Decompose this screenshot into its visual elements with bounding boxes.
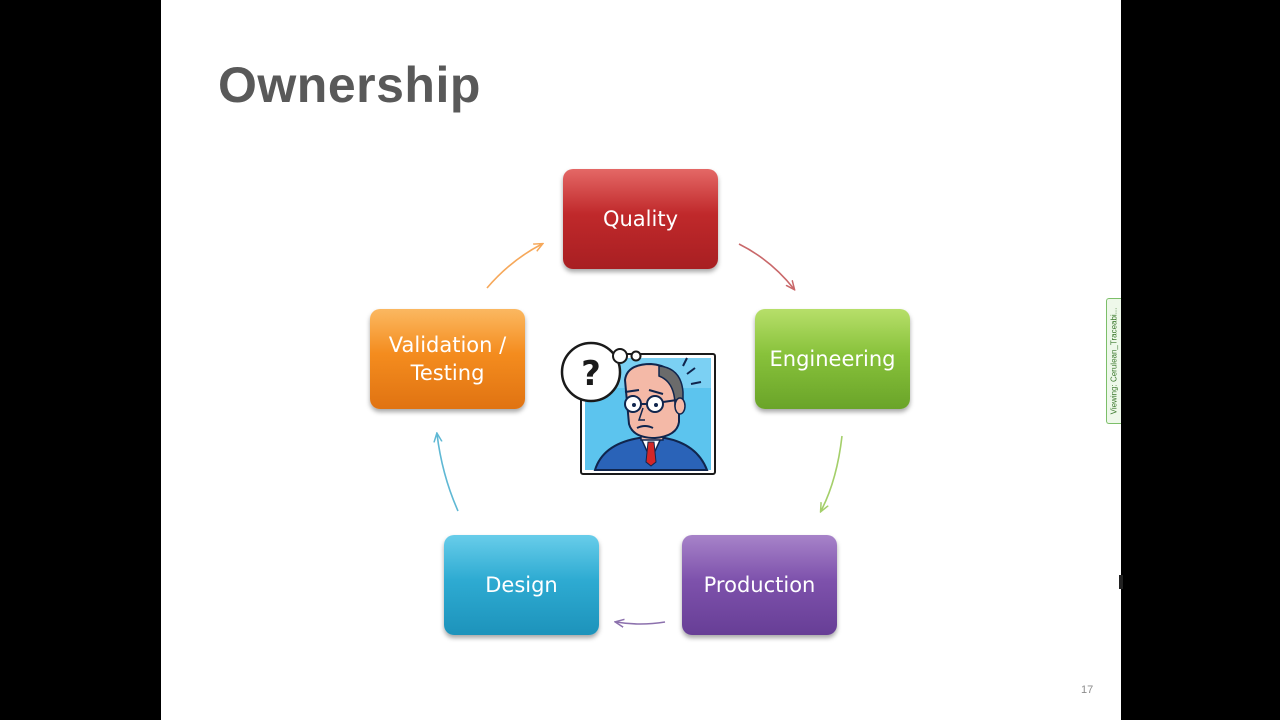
arrow-quality-to-engineering xyxy=(738,243,794,289)
arrow-validation-to-quality xyxy=(486,244,542,289)
cycle-node-label: Production xyxy=(703,573,816,597)
cycle-node-design: Design xyxy=(444,535,599,635)
confused-businessman-icon: ? xyxy=(560,341,716,475)
slide: Ownership Quality Enginee xyxy=(161,0,1121,720)
cycle-node-validation-testing: Validation / Testing xyxy=(370,309,525,409)
cycle-arrows xyxy=(161,0,843,720)
page-number: 17 xyxy=(1081,684,1094,696)
viewing-status-tab[interactable]: Viewing: Cerulean_Traceabi... xyxy=(1106,298,1121,424)
cycle-node-engineering: Engineering xyxy=(755,309,910,409)
slide-title: Ownership xyxy=(218,57,481,113)
cycle-node-label: Engineering xyxy=(769,347,896,371)
cycle-node-label: Design xyxy=(485,573,558,597)
cycle-node-label: Quality xyxy=(602,207,679,231)
arrow-design-to-validation xyxy=(437,434,459,512)
scroll-edge-marker xyxy=(1119,575,1123,589)
arrow-production-to-design xyxy=(616,622,666,624)
viewing-status-label: Viewing: Cerulean_Traceabi... xyxy=(1109,307,1119,415)
svg-text:?: ? xyxy=(581,354,601,394)
cycle-node-quality: Quality xyxy=(563,169,718,269)
cycle-node-production: Production xyxy=(682,535,837,635)
cycle-node-label: Validation / Testing xyxy=(388,333,507,385)
arrow-engineering-to-production xyxy=(821,435,843,511)
